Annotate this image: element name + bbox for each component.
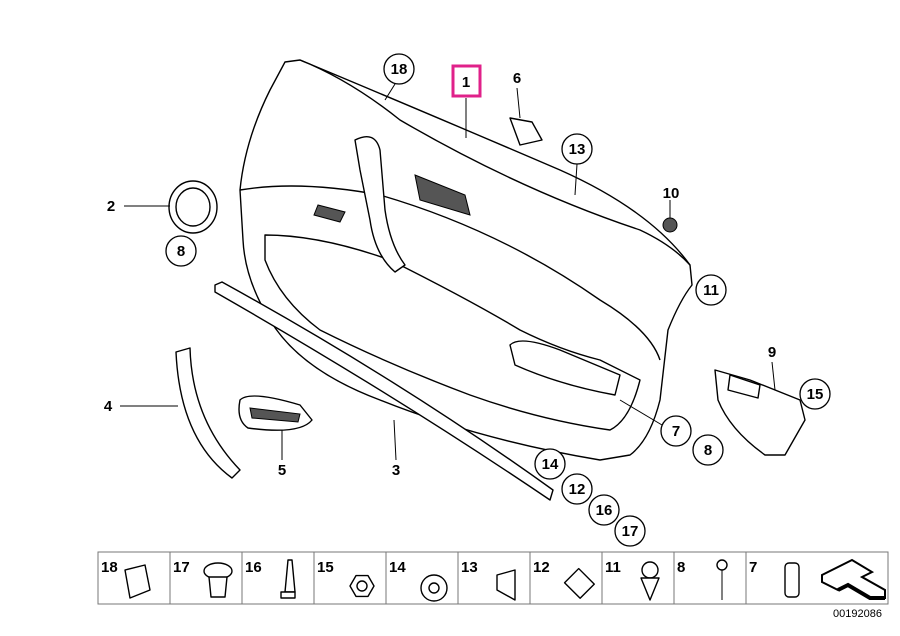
- callout-2: 2: [107, 198, 115, 215]
- callout-label: 5: [278, 462, 286, 479]
- callout-circle: [588, 494, 620, 526]
- strip-cell-14[interactable]: 14: [385, 552, 448, 604]
- fastener-7-icon: [784, 562, 800, 598]
- cell-number: 11: [605, 559, 621, 576]
- strip-cell-16[interactable]: 16: [241, 552, 296, 604]
- cell-number: 14: [389, 559, 406, 576]
- cell-number: 13: [461, 559, 478, 576]
- fastener-12-icon: [563, 567, 595, 599]
- callout-label: 10: [663, 185, 680, 202]
- callout-8: 8: [692, 434, 724, 466]
- callout-circle: [561, 473, 593, 505]
- strip-cell-13[interactable]: 13: [457, 552, 516, 604]
- callout-label: 9: [768, 344, 776, 361]
- bracket-part-9[interactable]: [714, 369, 806, 456]
- callout-circle: [561, 133, 593, 165]
- callout-12: 12: [561, 473, 593, 505]
- callout-1: 1: [451, 64, 482, 98]
- clip-part-6[interactable]: [509, 117, 543, 146]
- fastener-17-icon: [203, 562, 233, 598]
- cell-number: 8: [677, 559, 685, 576]
- fastener-8-icon: [716, 559, 728, 600]
- nut-part-10[interactable]: [662, 217, 678, 233]
- callout-circle: [534, 448, 566, 480]
- callout-label: 4: [104, 398, 113, 415]
- callout-4: 4: [104, 398, 113, 415]
- fastener-13-icon: [496, 569, 516, 601]
- strip-cell-8[interactable]: 8: [673, 552, 728, 604]
- callout-label: 6: [513, 70, 521, 87]
- callout-circle: [614, 515, 646, 547]
- callout-8: 8: [165, 235, 197, 267]
- callout-9: 9: [768, 344, 776, 361]
- callout-label: 7: [672, 423, 680, 440]
- fastener-15-icon: [349, 574, 375, 598]
- callout-label: 11: [703, 282, 719, 299]
- strip-cell-18[interactable]: 18: [101, 559, 151, 599]
- callout-7: 7: [660, 415, 692, 447]
- callout-label: 18: [391, 61, 408, 78]
- callout-6: 6: [513, 70, 521, 87]
- callout-label: 2: [107, 198, 115, 215]
- callout-5: 5: [278, 462, 286, 479]
- callout-16: 16: [588, 494, 620, 526]
- callout-circle: [692, 434, 724, 466]
- callout-circle: [695, 274, 727, 306]
- strip-cell-11[interactable]: 11: [601, 552, 660, 604]
- callout-label: 13: [569, 141, 586, 158]
- document-number: 00192086: [833, 608, 882, 620]
- callout-label: 8: [177, 243, 185, 260]
- callout-17: 17: [614, 515, 646, 547]
- seal-strip[interactable]: [214, 281, 554, 501]
- speaker-grille[interactable]: [168, 180, 218, 234]
- callout-3: 3: [392, 462, 400, 479]
- callout-label: 3: [392, 462, 400, 479]
- callout-label: 12: [569, 481, 586, 498]
- fastener-11-icon: [640, 561, 660, 601]
- strip-cell-12[interactable]: 12: [529, 552, 595, 604]
- trim-cover[interactable]: [175, 347, 241, 479]
- strip-cell-17[interactable]: 17: [169, 552, 233, 604]
- cell-number: 7: [749, 559, 757, 576]
- callout-label: 8: [704, 442, 712, 459]
- highlight-box: [451, 64, 482, 98]
- callout-label: 15: [807, 386, 824, 403]
- door-handle[interactable]: [238, 395, 313, 431]
- callout-label: 14: [542, 456, 559, 473]
- strip-cell-15[interactable]: 15: [313, 552, 375, 604]
- cell-number: 16: [245, 559, 262, 576]
- callout-15: 15: [799, 378, 831, 410]
- callout-14: 14: [534, 448, 566, 480]
- callout-circle: [383, 53, 415, 85]
- leader-lines: [120, 83, 776, 461]
- callout-label: 17: [622, 523, 639, 540]
- callout-circle: [799, 378, 831, 410]
- callout-13: 13: [561, 133, 593, 165]
- cell-number: 17: [173, 559, 190, 576]
- callout-18: 18: [383, 53, 415, 85]
- arrow-icon: [821, 558, 886, 600]
- fastener-strip: 18 17 16 15 14 13 12 11 8 7: [97, 551, 889, 605]
- callout-11: 11: [695, 274, 727, 306]
- fastener-14-icon: [420, 574, 448, 602]
- callout-circle: [165, 235, 197, 267]
- strip-cell-7[interactable]: 7: [745, 552, 800, 604]
- cell-number: 12: [533, 559, 550, 576]
- callout-label: 16: [596, 502, 613, 519]
- fastener-18-icon: [124, 564, 151, 599]
- cell-number: 15: [317, 559, 334, 576]
- fastener-16-icon: [280, 559, 296, 599]
- callout-circle: [660, 415, 692, 447]
- cell-number: 18: [101, 559, 118, 576]
- callout-10: 10: [663, 185, 680, 202]
- callout-label: 1: [462, 74, 470, 91]
